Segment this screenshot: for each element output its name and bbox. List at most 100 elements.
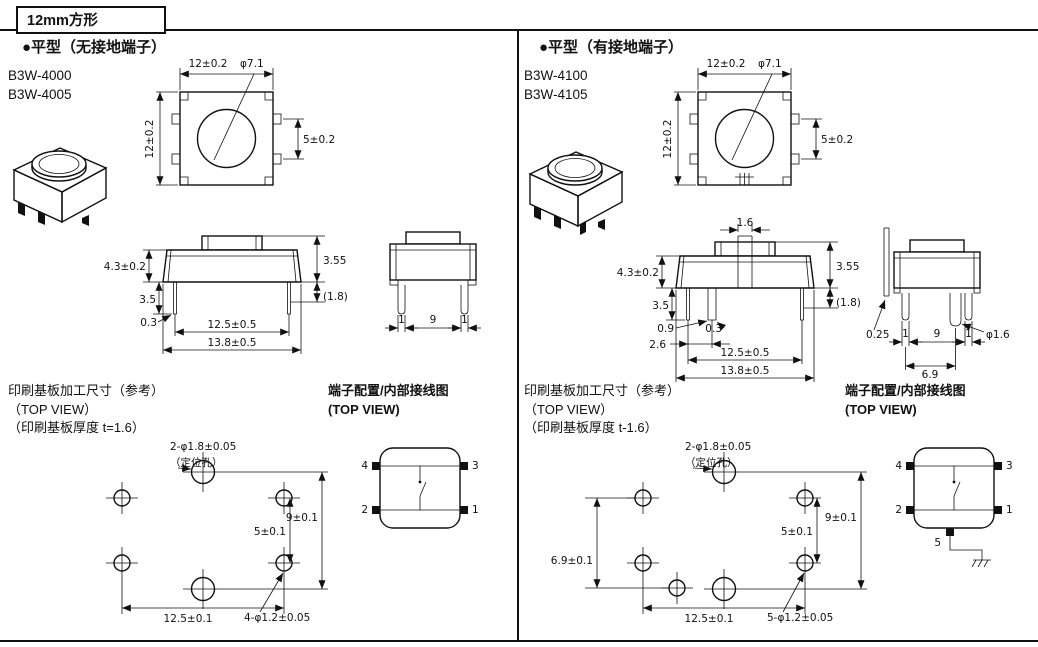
dim-leg-span: 12.5±0.5 (721, 347, 770, 359)
pin-label-2: 2 (895, 504, 902, 516)
side-view-drawing: 1 9 1 (385, 231, 481, 332)
pcb-dim-positioning-pitch: 9±0.1 (286, 512, 318, 524)
top-rule (0, 29, 1038, 31)
pcb-caption-line2: （TOP VIEW） (8, 401, 98, 417)
ground-pin (949, 293, 962, 327)
pin-label-1: 1 (472, 504, 479, 516)
terminal-configuration-drawing: 4 3 2 1 (361, 447, 479, 529)
pcb-terminal-holes-label: 5-φ1.2±0.05 (767, 612, 833, 624)
left-model-numbers: B3W-4000 B3W-4005 (8, 66, 72, 104)
pcb-caption: 印刷基板加工尺寸（参考） （TOP VIEW） （印刷基板厚度 t-1.6） (524, 382, 680, 438)
model-number: B3W-4005 (8, 87, 72, 102)
dim-leg-width-right: 1 (965, 328, 972, 340)
ground-pin-terminal (946, 528, 954, 536)
pcb-positioning-note: （定位孔） (685, 456, 738, 469)
dim-ground-leg-width: 0.9 (657, 323, 674, 335)
pcb-dim-ground-offset: 6.9±0.1 (551, 555, 593, 567)
pcb-positioning-holes-label: 2-φ1.8±0.05 (170, 441, 236, 453)
terminal-caption-line1: 端子配置/内部接线图 (328, 383, 449, 398)
pcb-caption: 印刷基板加工尺寸（参考） （TOP VIEW） （印刷基板厚度 t=1.6） (8, 382, 164, 438)
terminal-caption-line1: 端子配置/内部接线图 (845, 383, 966, 398)
bottom-rule (0, 640, 1038, 642)
dim-leg-pitch: 9 (934, 328, 941, 340)
right-model-numbers: B3W-4100 B3W-4105 (524, 66, 588, 104)
dim-body-height: 4.3±0.2 (104, 261, 146, 273)
pin-label-3: 3 (1006, 460, 1013, 472)
dim-cap-height: 3.55 (836, 261, 859, 273)
pcb-dim-hole-span: 12.5±0.1 (164, 613, 213, 625)
dim-leg-length: 3.5 (652, 300, 669, 312)
terminal-configuration-drawing: 4 3 2 1 5 (895, 447, 1013, 568)
terminal-caption-line2: (TOP VIEW) (845, 401, 917, 417)
pcb-positioning-note: （定位孔） (170, 456, 223, 469)
ground-leg (707, 288, 717, 321)
pcb-dim-row-pitch: 5±0.1 (254, 526, 286, 538)
dim-ground-dia: φ1.6 (986, 329, 1010, 341)
pcb-caption-line1: 印刷基板加工尺寸（参考） (524, 383, 681, 398)
isometric-switch-illustration (528, 151, 624, 235)
top-view-drawing: 12±0.2 φ7.1 12±0.2 5±0.2 (662, 58, 853, 186)
column-divider (517, 29, 519, 641)
terminal-caption: 端子配置/内部接线图 (TOP VIEW) (845, 382, 966, 419)
terminal-caption-line2: (TOP VIEW) (328, 401, 400, 417)
model-number: B3W-4105 (524, 87, 588, 102)
dim-width: 12±0.2 (189, 58, 228, 70)
pin-label-5: 5 (934, 537, 941, 549)
dim-leg-pitch: 9 (430, 314, 437, 326)
left-section-title: ●平型（无接地端子） (22, 39, 167, 56)
pcb-dim-hole-span: 12.5±0.1 (685, 613, 734, 625)
dim-leg-width-left: 1 (902, 328, 909, 340)
pcb-caption-line3: （印刷基板厚度 t=1.6） (8, 420, 145, 435)
pcb-caption-line2: （TOP VIEW） (524, 401, 614, 417)
pcb-dim-row-pitch: 5±0.1 (781, 526, 813, 538)
pcb-terminal-holes-label: 4-φ1.2±0.05 (244, 612, 310, 624)
dim-body-width: 13.8±0.5 (721, 365, 770, 377)
pcb-layout-drawing: 2-φ1.8±0.05 （定位孔） 6.9±0.1 5±0.1 9±0.1 12… (551, 441, 867, 625)
dim-leg-width-left: 1 (398, 314, 405, 326)
dim-cap-height: 3.55 (323, 255, 346, 267)
earth-ground-symbol (971, 559, 991, 568)
pcb-caption-line1: 印刷基板加工尺寸（参考） (8, 383, 165, 398)
dim-width: 12±0.2 (707, 58, 746, 70)
model-number: B3W-4100 (524, 68, 588, 83)
pin-label-1: 1 (1006, 504, 1013, 516)
ground-terminal-marks (735, 173, 754, 185)
dim-leg-thickness: 0.3 (140, 317, 157, 329)
ground-wire (949, 536, 983, 560)
dim-leg-span: 12.5±0.5 (208, 319, 257, 331)
terminal-caption: 端子配置/内部接线图 (TOP VIEW) (328, 382, 449, 419)
dim-body-width: 13.8±0.5 (208, 337, 257, 349)
dim-terminal-pitch: 5±0.2 (303, 134, 335, 146)
pin-label-4: 4 (361, 460, 368, 472)
top-view-drawing: 12±0.2 φ7.1 12±0.2 5±0.2 (144, 58, 335, 186)
pcb-caption-line3: （印刷基板厚度 t-1.6） (524, 420, 658, 435)
dim-leg-thickness: 0.3 (705, 323, 722, 335)
pin-label-2: 2 (361, 504, 368, 516)
pcb-positioning-holes-label: 2-φ1.8±0.05 (685, 441, 751, 453)
dim-height: 12±0.2 (662, 120, 674, 159)
pcb-layout-drawing: 2-φ1.8±0.05 （定位孔） 5±0.1 9±0.1 12.5±0.1 4… (106, 441, 328, 625)
model-number: B3W-4000 (8, 68, 72, 83)
side-view-drawing: 0.25 φ1.6 1 9 1 6.9 (866, 227, 1010, 381)
dim-ground-pitch: 6.9 (922, 369, 939, 381)
dim-leg-width-right: 1 (461, 314, 468, 326)
dim-button-dia: φ7.1 (758, 58, 782, 70)
dim-button-dia: φ7.1 (240, 58, 264, 70)
front-view-drawing: 1.6 4.3±0.2 3.5 3.55 (1.8) 0.9 0.3 2.6 1… (617, 217, 861, 382)
pin-label-4: 4 (895, 460, 902, 472)
dim-body-height: 4.3±0.2 (617, 267, 659, 279)
size-tag-label: 12mm方形 (27, 13, 98, 29)
dim-ground-offset: 2.6 (649, 339, 666, 351)
dim-ref-height: (1.8) (836, 297, 861, 309)
right-section-title: ●平型（有接地端子） (539, 39, 684, 56)
dim-ground-tab-width: 1.6 (737, 217, 754, 229)
dim-height: 12±0.2 (144, 120, 156, 159)
dim-terminal-pitch: 5±0.2 (821, 134, 853, 146)
pin-label-3: 3 (472, 460, 479, 472)
front-view-drawing: 4.3±0.2 3.5 3.55 (1.8) 0.3 12.5±0.5 13.8… (104, 235, 348, 354)
isometric-switch-illustration (12, 147, 108, 226)
size-tag-box: 12mm方形 (16, 6, 166, 34)
dim-ref-height: (1.8) (323, 291, 348, 303)
pcb-dim-positioning-pitch: 9±0.1 (825, 512, 857, 524)
